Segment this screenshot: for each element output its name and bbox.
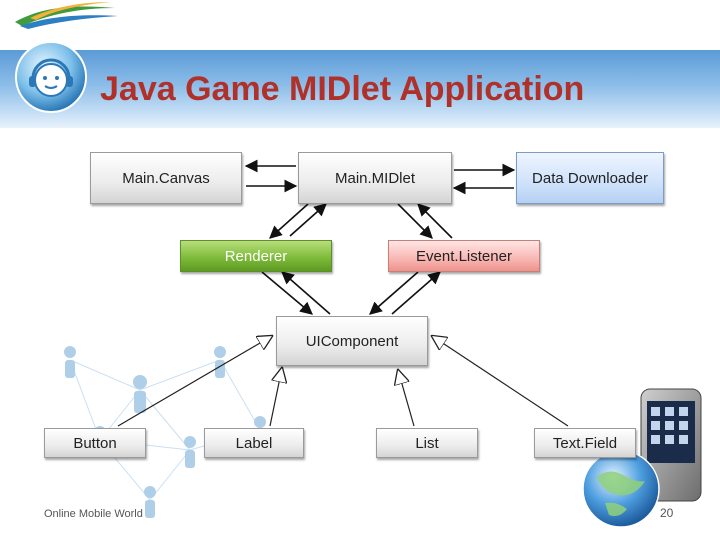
node-label: Label: [204, 428, 304, 458]
arrow-uicomponent-to-renderer: [281, 271, 331, 315]
node-renderer: Renderer: [180, 240, 332, 272]
footer-source: Online Mobile World: [44, 508, 143, 520]
node-data-downloader: Data Downloader: [516, 152, 664, 204]
inherit-button-uicomponent: [117, 336, 272, 427]
arrow-renderer-to-midlet: [289, 203, 327, 237]
title-banner: [0, 50, 720, 128]
inherit-label-uicomponent: [269, 368, 282, 427]
arrow-listener-to-midlet: [417, 203, 453, 239]
swoosh-logo-icon: [15, 2, 118, 29]
node-button: Button: [44, 428, 146, 458]
page-number: 20: [660, 506, 674, 520]
arrow-midlet-to-renderer: [269, 203, 309, 239]
node-list: List: [376, 428, 478, 458]
node-ui-component: UIComponent: [276, 316, 428, 366]
node-text-field: Text.Field: [534, 428, 636, 458]
inherit-list-uicomponent: [398, 370, 415, 427]
arrow-uicomponent-to-listener: [391, 271, 441, 315]
arrow-listener-to-uicomponent: [369, 271, 419, 315]
arrow-midlet-to-listener: [397, 203, 433, 239]
headset-avatar-icon: [15, 41, 87, 113]
mobile-phone-globe-icon: [582, 388, 702, 528]
slide-title: Java Game MIDlet Application: [100, 70, 585, 108]
node-main-midlet: Main.MIDlet: [298, 152, 452, 204]
inherit-textfield-uicomponent: [432, 336, 569, 427]
arrow-renderer-to-uicomponent: [261, 271, 313, 315]
node-event-listener: Event.Listener: [388, 240, 540, 272]
node-main-canvas: Main.Canvas: [90, 152, 242, 204]
